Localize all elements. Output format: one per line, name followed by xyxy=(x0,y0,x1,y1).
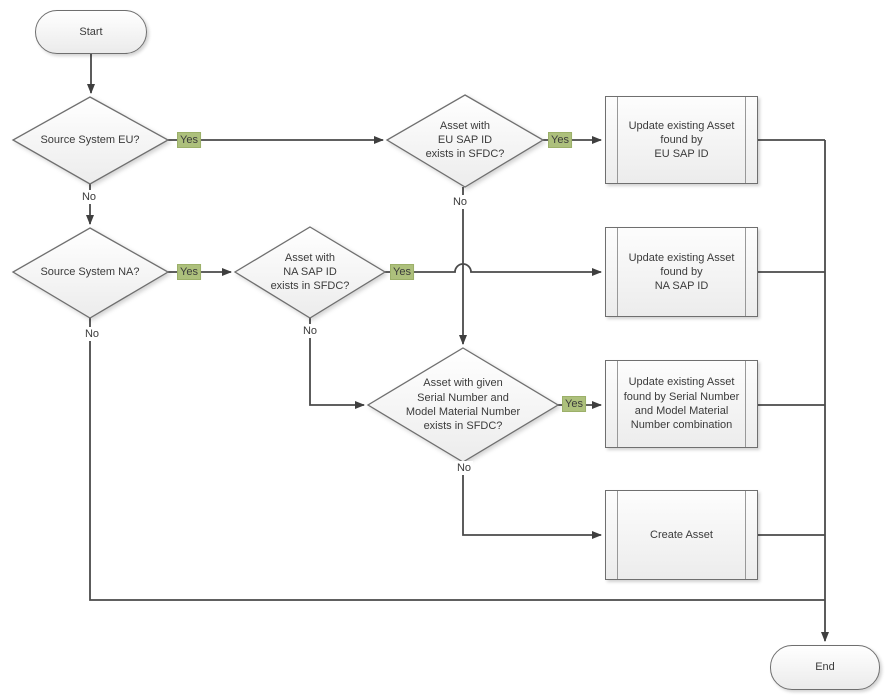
edge-na-no xyxy=(89,318,825,601)
decision-serial-label: Asset with given Serial Number and Model… xyxy=(405,377,521,433)
process-update-na-node: Update existing Asset found by NA SAP ID xyxy=(605,227,758,317)
decision-na-sap-shape xyxy=(233,226,387,319)
edge-nasap-no xyxy=(309,318,365,409)
edge-label-na-yes: Yes xyxy=(177,264,201,280)
decision-eu-sap-shape xyxy=(385,94,545,188)
edge-label-eusap-no: No xyxy=(450,195,470,209)
start-label: Start xyxy=(79,25,103,38)
edge-label-serial-yes: Yes xyxy=(562,396,586,412)
process-update-serial-node: Update existing Asset found by Serial Nu… xyxy=(605,360,758,448)
edge-label-eu-yes: Yes xyxy=(177,132,201,148)
process-update-eu-label: Update existing Asset found by EU SAP ID xyxy=(628,119,735,161)
start-node: Start xyxy=(35,10,147,54)
edge-label-nasap-no: No xyxy=(300,324,320,338)
end-label: End xyxy=(815,661,835,674)
decision-eu-shape xyxy=(11,96,170,185)
edge-label-eusap-yes: Yes xyxy=(548,132,572,148)
decision-na-sap-label: Asset with NA SAP ID exists in SFDC? xyxy=(270,251,350,293)
end-node: End xyxy=(770,645,880,690)
decision-eu-label: Source System EU? xyxy=(40,133,140,146)
edge-nasap-yes xyxy=(385,263,602,276)
process-update-na-label: Update existing Asset found by NA SAP ID xyxy=(628,251,735,293)
edge-label-nasap-yes: Yes xyxy=(390,264,414,280)
process-update-eu-node: Update existing Asset found by EU SAP ID xyxy=(605,96,758,184)
decision-na-shape xyxy=(11,227,170,319)
edge-label-na-no: No xyxy=(82,327,102,341)
decision-eu-sap-label: Asset with EU SAP ID exists in SFDC? xyxy=(425,119,505,161)
process-update-serial-label: Update existing Asset found by Serial Nu… xyxy=(623,376,740,432)
edge-serial-no xyxy=(462,462,602,539)
edge-label-serial-no: No xyxy=(454,461,474,475)
process-create-asset-label: Create Asset xyxy=(650,528,713,541)
decision-na-label: Source System NA? xyxy=(40,265,140,278)
edge-label-eu-no: No xyxy=(79,190,99,204)
process-create-asset-node: Create Asset xyxy=(605,490,758,580)
